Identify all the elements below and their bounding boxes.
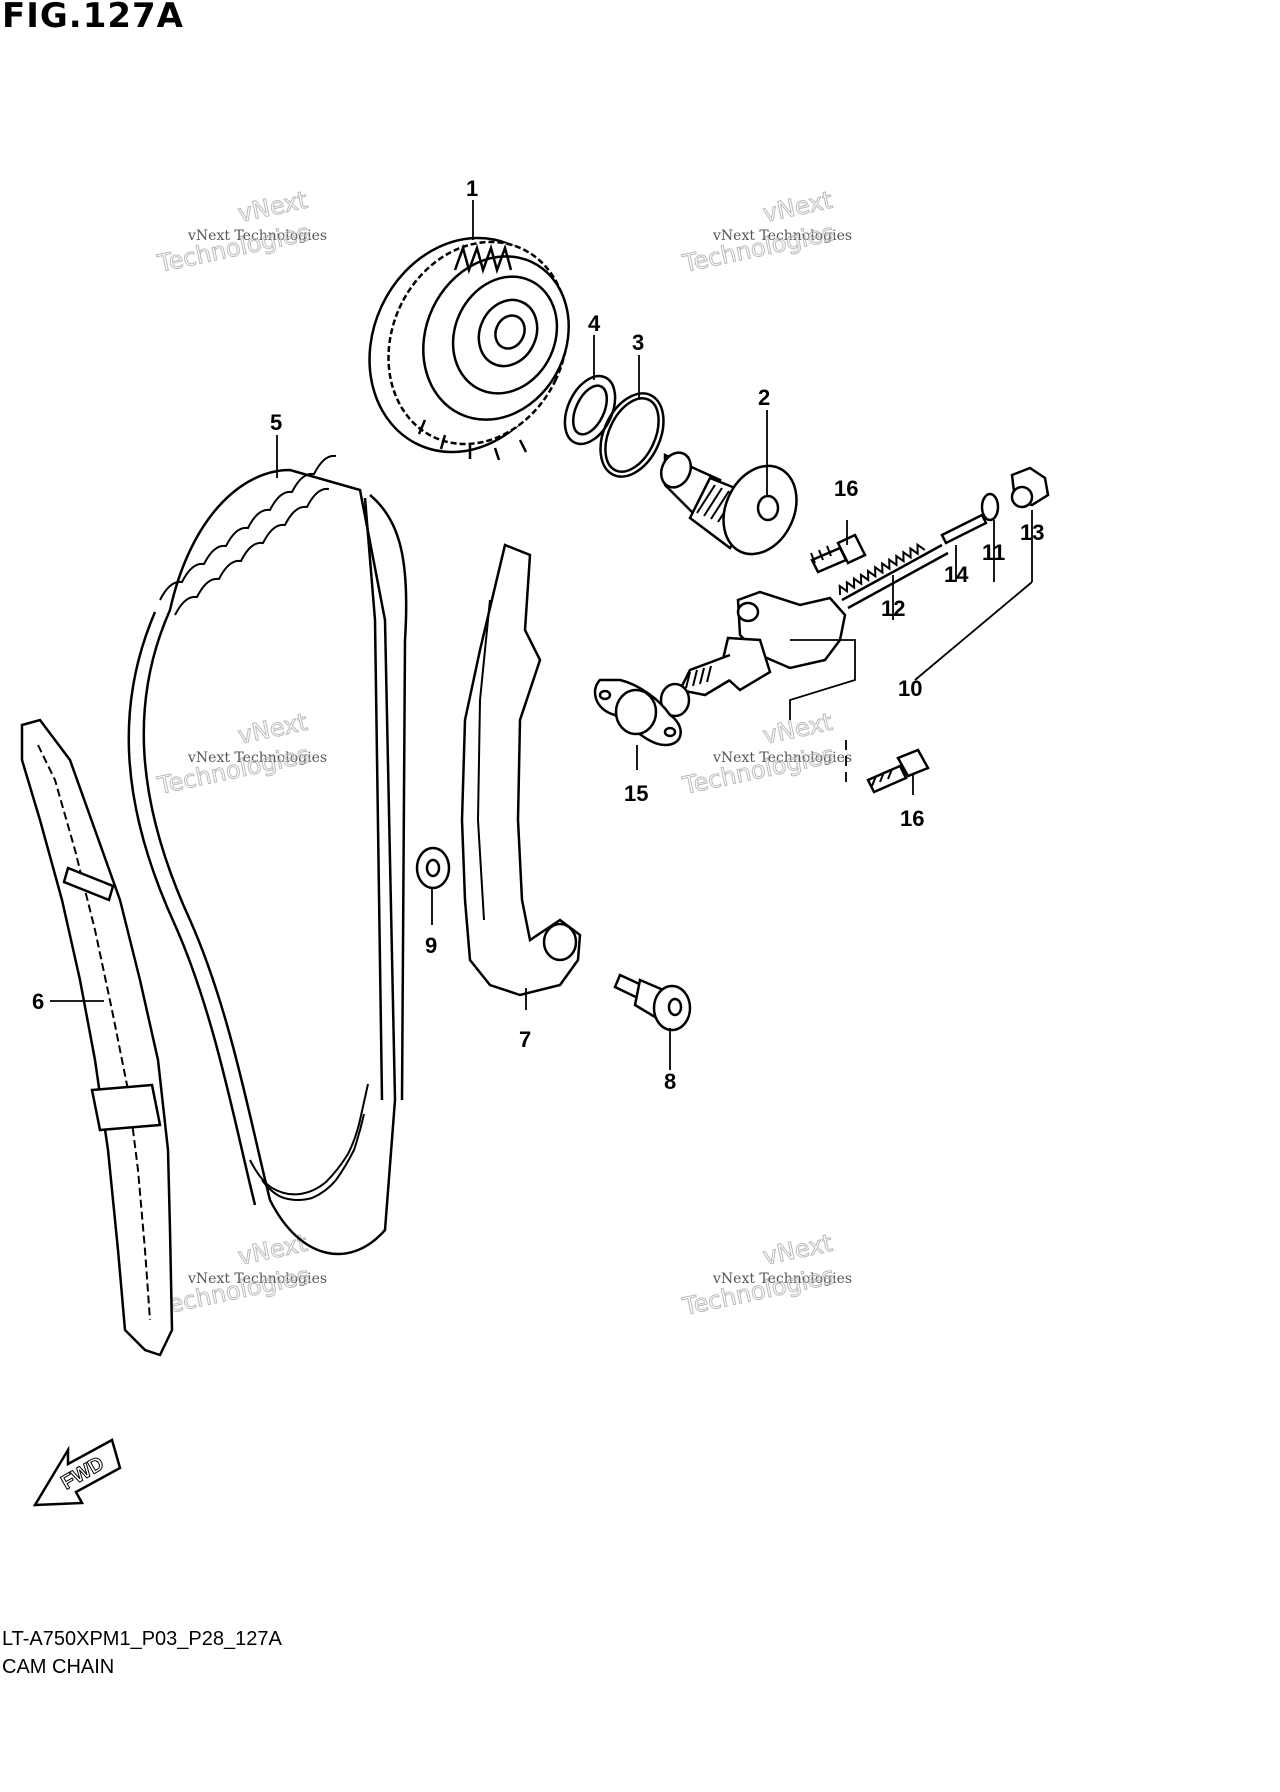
callout-14: 14 <box>944 562 969 587</box>
callout-2: 2 <box>758 385 770 410</box>
callout-10: 10 <box>898 676 922 701</box>
part-o-ring-11 <box>980 492 1000 522</box>
part-bolt-16-lower <box>866 748 930 794</box>
leader-10-bracket <box>789 639 856 720</box>
diagram-code: LT-A750XPM1_P03_P28_127A <box>2 1628 282 1650</box>
callout-3: 3 <box>632 330 644 355</box>
watermark-text: vNext Technologies <box>712 750 852 766</box>
callout-8: 8 <box>664 1069 676 1094</box>
callout-16-lower: 16 <box>900 806 924 831</box>
part-washer-4 <box>563 374 617 446</box>
callout-5: 5 <box>270 410 282 435</box>
part-cap-bolt-13 <box>1010 466 1050 509</box>
part-tensioner-10 <box>659 590 847 718</box>
leader-10-spine <box>914 581 1033 681</box>
callout-16-upper: 16 <box>834 476 858 501</box>
part-washer-9 <box>415 846 451 890</box>
part-guide-6 <box>20 718 174 1357</box>
callout-13: 13 <box>1020 520 1044 545</box>
callout-11: 11 <box>982 540 1005 565</box>
callout-12: 12 <box>881 596 905 621</box>
part-bolt-16-upper <box>810 533 867 574</box>
part-cam-sprocket <box>368 236 570 461</box>
diagram-caption: CAM CHAIN <box>2 1656 115 1678</box>
watermark-text: vNext Technologies <box>712 1271 852 1287</box>
part-rod-14 <box>940 513 988 545</box>
part-guide-7 <box>460 543 582 997</box>
part-o-ring-3 <box>599 392 665 478</box>
part-bolt-8 <box>613 973 692 1032</box>
leader-lines <box>50 200 1033 1070</box>
part-cam-chain <box>127 454 408 1256</box>
watermark-text: vNext Technologies <box>187 228 327 244</box>
callout-9: 9 <box>425 933 437 958</box>
watermark-text: vNext Technologies <box>187 1271 327 1287</box>
part-gasket-15 <box>593 678 682 747</box>
callout-7: 7 <box>519 1027 531 1052</box>
callout-15: 15 <box>624 781 648 806</box>
fwd-arrow-icon: FWD <box>32 1438 122 1507</box>
part-shaft-2 <box>659 451 798 556</box>
watermark-text: vNext Technologies <box>712 228 852 244</box>
figure-title: FIG.127A <box>2 0 184 36</box>
callout-4: 4 <box>588 311 601 336</box>
callouts: 1 2 3 4 5 6 7 8 9 10 11 12 13 14 15 16 1… <box>32 176 1044 1094</box>
callout-6: 6 <box>32 989 44 1014</box>
part-spring-12 <box>838 542 949 610</box>
watermark-text: vNext Technologies <box>187 750 327 766</box>
callout-1: 1 <box>466 176 478 201</box>
